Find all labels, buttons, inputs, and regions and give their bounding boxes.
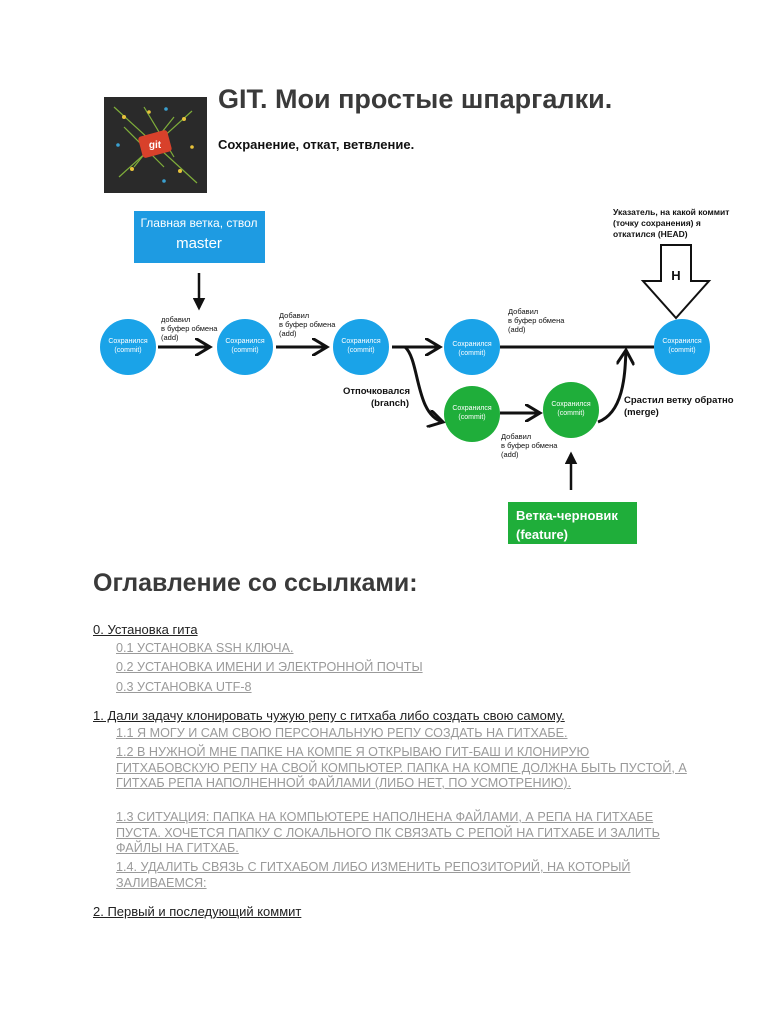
commit-1-sub: (commit): [114, 347, 141, 354]
merge-arrow: [597, 350, 626, 424]
feature-branch-box: [508, 502, 637, 544]
add-label-4-line3: (add): [501, 450, 519, 459]
commit-5-head: Сохранился (commit): [654, 319, 710, 375]
feature-commit-2-label: Сохранился: [551, 401, 591, 408]
master-box-line2: master: [176, 235, 222, 252]
head-note-line3: откатился (HEAD): [613, 229, 688, 239]
add-label-2-line1: Добавил: [279, 311, 309, 320]
branch-label-line2: (branch): [371, 398, 409, 409]
toc-heading: Оглавление со ссылками:: [93, 569, 418, 597]
commit-3-sub: (commit): [347, 347, 374, 354]
merge-label-line1: Срастил ветку обратно: [624, 395, 734, 406]
toc-link-1-1[interactable]: 1.1 Я могу и сам свою персональную репу …: [116, 726, 568, 740]
master-branch-box: [134, 211, 265, 263]
add-label-2-line2: в буфер обмена: [279, 320, 336, 329]
commit-4-sub: (commit): [458, 350, 485, 357]
feature-commit-1: Сохранился (commit): [444, 386, 500, 442]
head-pointer-arrow: [640, 244, 712, 320]
page-title: GIT. Мои простые шпаргалки.: [218, 84, 613, 114]
toc-link-1-4[interactable]: 1.4. Удалить связь с гитхабом либо измен…: [116, 860, 631, 890]
logo-text: git: [149, 140, 162, 151]
master-box-line1: Главная ветка, ствол: [140, 216, 257, 230]
toc-link-section-2[interactable]: 2. Первый и последующий коммит: [93, 904, 302, 919]
feature-commit-1-label: Сохранился: [452, 405, 492, 412]
add-label-3-line1: Добавил: [508, 307, 538, 316]
feature-box-line2: (feature): [516, 527, 568, 542]
add-label-2-line3: (add): [279, 329, 297, 338]
toc-link-0-2[interactable]: 0.2 Установка имени и электронной почты: [116, 660, 423, 674]
add-label-4-line1: Добавил: [501, 432, 531, 441]
commit-5-label: Сохранился: [662, 338, 702, 345]
commit-2-sub: (commit): [231, 347, 258, 354]
page-subtitle: Сохранение, откат, ветвление.: [218, 137, 415, 152]
add-label-3-line3: (add): [508, 325, 526, 334]
commit-3: Сохранился (commit): [333, 319, 389, 375]
add-label-1-line3: (add): [161, 333, 179, 342]
commit-1-label: Сохранился: [108, 338, 148, 345]
head-note-line1: Указатель, на какой коммит: [613, 207, 729, 217]
commit-1: Сохранился (commit): [100, 319, 156, 375]
commit-5-sub: (commit): [668, 347, 695, 354]
branch-arrow: [403, 345, 443, 422]
git-branching-diagram: Главная ветка, ствол master Указатель, н…: [100, 207, 734, 544]
feature-commit-2-sub: (commit): [557, 410, 584, 417]
add-label-1-line2: в буфер обмена: [161, 324, 218, 333]
feature-commit-1-sub: (commit): [458, 414, 485, 421]
toc-link-0-1[interactable]: 0.1 Установка SSH ключа.: [116, 641, 294, 655]
add-label-4-line2: в буфер обмена: [501, 441, 558, 450]
feature-box-line1: Ветка-черновик: [516, 508, 618, 523]
feature-commit-2: Сохранился (commit): [543, 382, 599, 438]
commit-4: Сохранился (commit): [444, 319, 500, 375]
head-note-line2: (точку сохранения) я: [613, 218, 701, 228]
head-letter: H: [671, 268, 680, 283]
toc-link-0-3[interactable]: 0.3 Установка UTF-8: [116, 680, 252, 694]
commit-3-label: Сохранился: [341, 338, 381, 345]
toc-link-1-3[interactable]: 1.3 Ситуация: папка на компьютере наполн…: [116, 810, 660, 855]
toc-link-1-2[interactable]: 1.2 В нужной мне папке на компе я открыв…: [116, 745, 687, 790]
commit-2: Сохранился (commit): [217, 319, 273, 375]
commit-2-label: Сохранился: [225, 338, 265, 345]
add-label-3-line2: в буфер обмена: [508, 316, 565, 325]
toc-link-section-0[interactable]: 0. Установка гита: [93, 622, 198, 637]
toc-link-section-1[interactable]: 1. Дали задачу клонировать чужую репу с …: [93, 708, 565, 723]
git-logo: git: [104, 97, 207, 193]
commit-4-label: Сохранился: [452, 341, 492, 348]
merge-label-line2: (merge): [624, 407, 659, 418]
add-label-1-line1: добавил: [161, 315, 190, 324]
branch-label-line1: Отпочковался: [343, 386, 410, 397]
